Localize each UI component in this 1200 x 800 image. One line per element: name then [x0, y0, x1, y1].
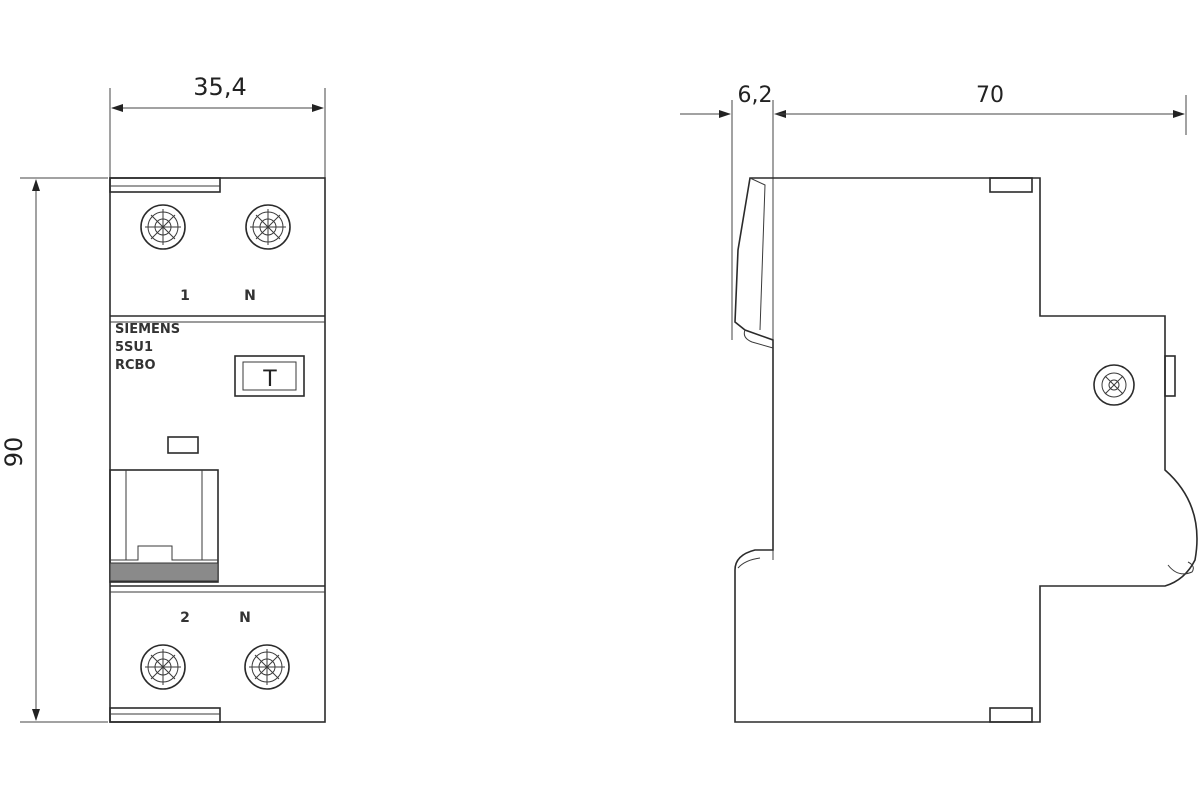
height-dimension: 90 [0, 177, 108, 723]
height-value: 90 [0, 437, 28, 468]
front-width-dimension: 35,4 [109, 73, 326, 178]
side-view [734, 177, 1198, 723]
terminal-screw-icon [140, 644, 186, 690]
terminal-screw-icon [244, 644, 290, 690]
front-width-value: 35,4 [193, 73, 246, 101]
terminal-screw-icon [140, 204, 186, 250]
test-button: T [234, 355, 305, 397]
test-button-label: T [262, 367, 277, 392]
top-clip [109, 177, 221, 193]
model-number: 5SU1 [115, 340, 153, 355]
device-type: RCBO [115, 358, 156, 373]
toggle-lever [109, 469, 219, 583]
terminal-label-1: 1 [180, 288, 190, 304]
bottom-clip [109, 707, 221, 723]
terminal-label-n-top: N [244, 288, 256, 304]
side-offset-value: 6,2 [738, 83, 773, 108]
din-latch [1164, 355, 1176, 397]
brand-name: SIEMENS [115, 322, 180, 337]
terminal-label-2: 2 [180, 610, 190, 626]
rail-hook [1167, 561, 1194, 575]
side-bottom-clip [989, 707, 1033, 723]
side-outline [734, 177, 1198, 723]
terminal-screw-icon [245, 204, 291, 250]
side-top-clip [989, 177, 1033, 193]
front-outline [109, 177, 326, 723]
side-screw-icon [1093, 364, 1135, 406]
side-depth-value: 70 [976, 83, 1004, 108]
side-depth-dimension: 70 [775, 83, 1187, 135]
front-view: 1 N SIEMENS 5SU1 RCBO T 2 N [109, 177, 326, 723]
status-indicator-window [167, 436, 199, 454]
terminal-label-n-bottom: N [239, 610, 251, 626]
